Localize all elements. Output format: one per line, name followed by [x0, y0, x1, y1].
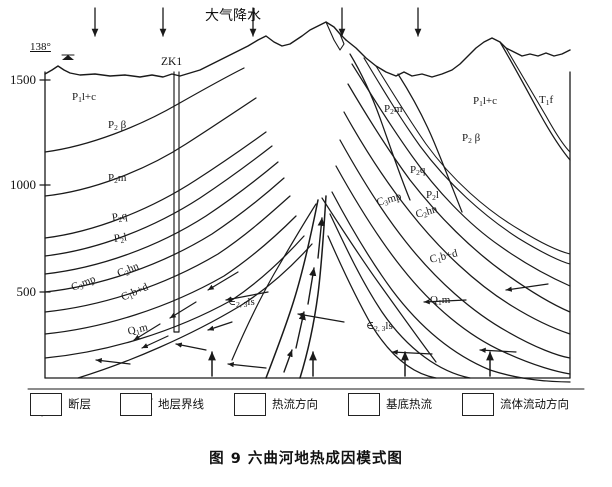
strat-label-left-p2m: P2m — [108, 172, 127, 185]
strat-subscript: 1 — [437, 298, 442, 307]
strat-subscript: 2, 3 — [374, 324, 386, 333]
strat-suffix: ls — [247, 296, 255, 308]
strat-label-left-p1lc: P1l+c — [72, 91, 97, 104]
strat-symbol: P — [473, 95, 480, 107]
precipitation-arrows — [91, 7, 422, 37]
strat-suffix: l+c — [81, 91, 97, 103]
strat-label-right-p2q: P2q — [410, 164, 426, 177]
strat-subscript: 2, 3 — [236, 300, 248, 309]
legend-label-fault: 断层 — [68, 397, 91, 411]
strat-subscript: 2 — [114, 176, 118, 185]
strat-suffix: f — [549, 94, 554, 106]
strat-subscript: 2 — [390, 107, 394, 116]
legend-label-basal-heat: 基底热流 — [386, 397, 432, 411]
axis-tick-1000: 1000 — [10, 177, 36, 192]
legend-label-fluid-flow-dir: 流体流动方向 — [500, 397, 569, 411]
right-limb-strata — [327, 41, 571, 383]
strat-subscript: 1 — [545, 98, 550, 107]
strat-suffix: β — [471, 132, 481, 144]
strat-symbol: P — [462, 132, 469, 144]
legend-swatch-fluid-flow-dir — [462, 393, 494, 416]
strat-suffix: l+c — [482, 95, 498, 107]
axis-tick-1500: 1500 — [10, 72, 36, 87]
strat-subscript: 2 — [468, 136, 472, 145]
strat-subscript: 2 — [432, 193, 436, 202]
strat-symbol: P — [426, 189, 433, 201]
dip-angle-label: 138° — [30, 41, 51, 53]
legend-swatch-strat-boundary — [120, 393, 152, 416]
strat-suffix: q — [419, 164, 426, 176]
legend-swatch-basal-heat — [348, 393, 380, 416]
strat-suffix: β — [117, 119, 127, 131]
central-fault — [265, 195, 327, 379]
precipitation-label: 大气降水 — [205, 8, 261, 24]
strat-label-left-p2b: P2 β — [108, 119, 127, 132]
strat-subscript: 1 — [479, 99, 483, 108]
legend-swatch-fault — [30, 393, 62, 416]
zk1-borehole-label: ZK1 — [161, 56, 183, 68]
strat-subscript: 2 — [114, 123, 118, 132]
zk1-borehole — [173, 71, 180, 333]
strat-symbol: P — [72, 91, 79, 103]
strat-symbol: ∈ — [228, 296, 237, 308]
basal-heatflow-arrows — [208, 351, 494, 377]
strat-suffix: m — [117, 172, 127, 184]
axis-tick-500: 500 — [16, 284, 37, 299]
strat-suffix: ls — [385, 320, 393, 332]
strat-label-right-cls: ∈2, 3ls — [366, 320, 393, 333]
strat-label-right-p2b: P2 β — [462, 132, 481, 145]
strat-symbol: P — [410, 164, 417, 176]
strat-symbol: P — [108, 119, 115, 131]
strat-symbol: P — [384, 103, 391, 115]
strat-subscript: 2 — [416, 168, 420, 177]
strat-label-right-p2l: P2l — [426, 189, 439, 202]
strat-symbol: P — [108, 172, 115, 184]
strat-subscript: 1 — [78, 95, 82, 104]
fluid-flow-arrows — [95, 271, 549, 369]
legend-swatch-heat-flow-dir — [234, 393, 266, 416]
strat-label-right-q1m: Q1m — [430, 294, 451, 307]
strat-symbol: T — [539, 94, 546, 106]
strat-label-mid-cls: ∈2, 3ls — [228, 296, 255, 309]
strat-symbol: ∈ — [366, 320, 375, 332]
strat-label-right-t1f: T1f — [539, 94, 554, 107]
strat-suffix: m — [393, 103, 403, 115]
strat-label-left-p2q: P2q — [111, 210, 128, 224]
dip-angle-marker — [61, 54, 75, 60]
ground-surface — [44, 21, 571, 78]
figure-caption: 图 9 六曲河地热成因模式图 — [209, 451, 403, 467]
strat-label-right-p2m: P2m — [384, 103, 403, 116]
strat-suffix: l — [435, 189, 439, 201]
strat-symbol: Q — [430, 294, 438, 306]
fault-heatflow-arrows — [283, 217, 325, 373]
strat-suffix: m — [441, 294, 451, 306]
strat-label-left-p2l: P2l — [113, 231, 127, 245]
section-frame — [39, 71, 571, 379]
legend-label-heat-flow-dir: 热流方向 — [272, 397, 318, 411]
fault-splay-lines — [231, 197, 437, 363]
legend-label-strat-boundary: 地层界线 — [158, 397, 204, 411]
strat-label-right-p1lc: P1l+c — [473, 95, 498, 108]
